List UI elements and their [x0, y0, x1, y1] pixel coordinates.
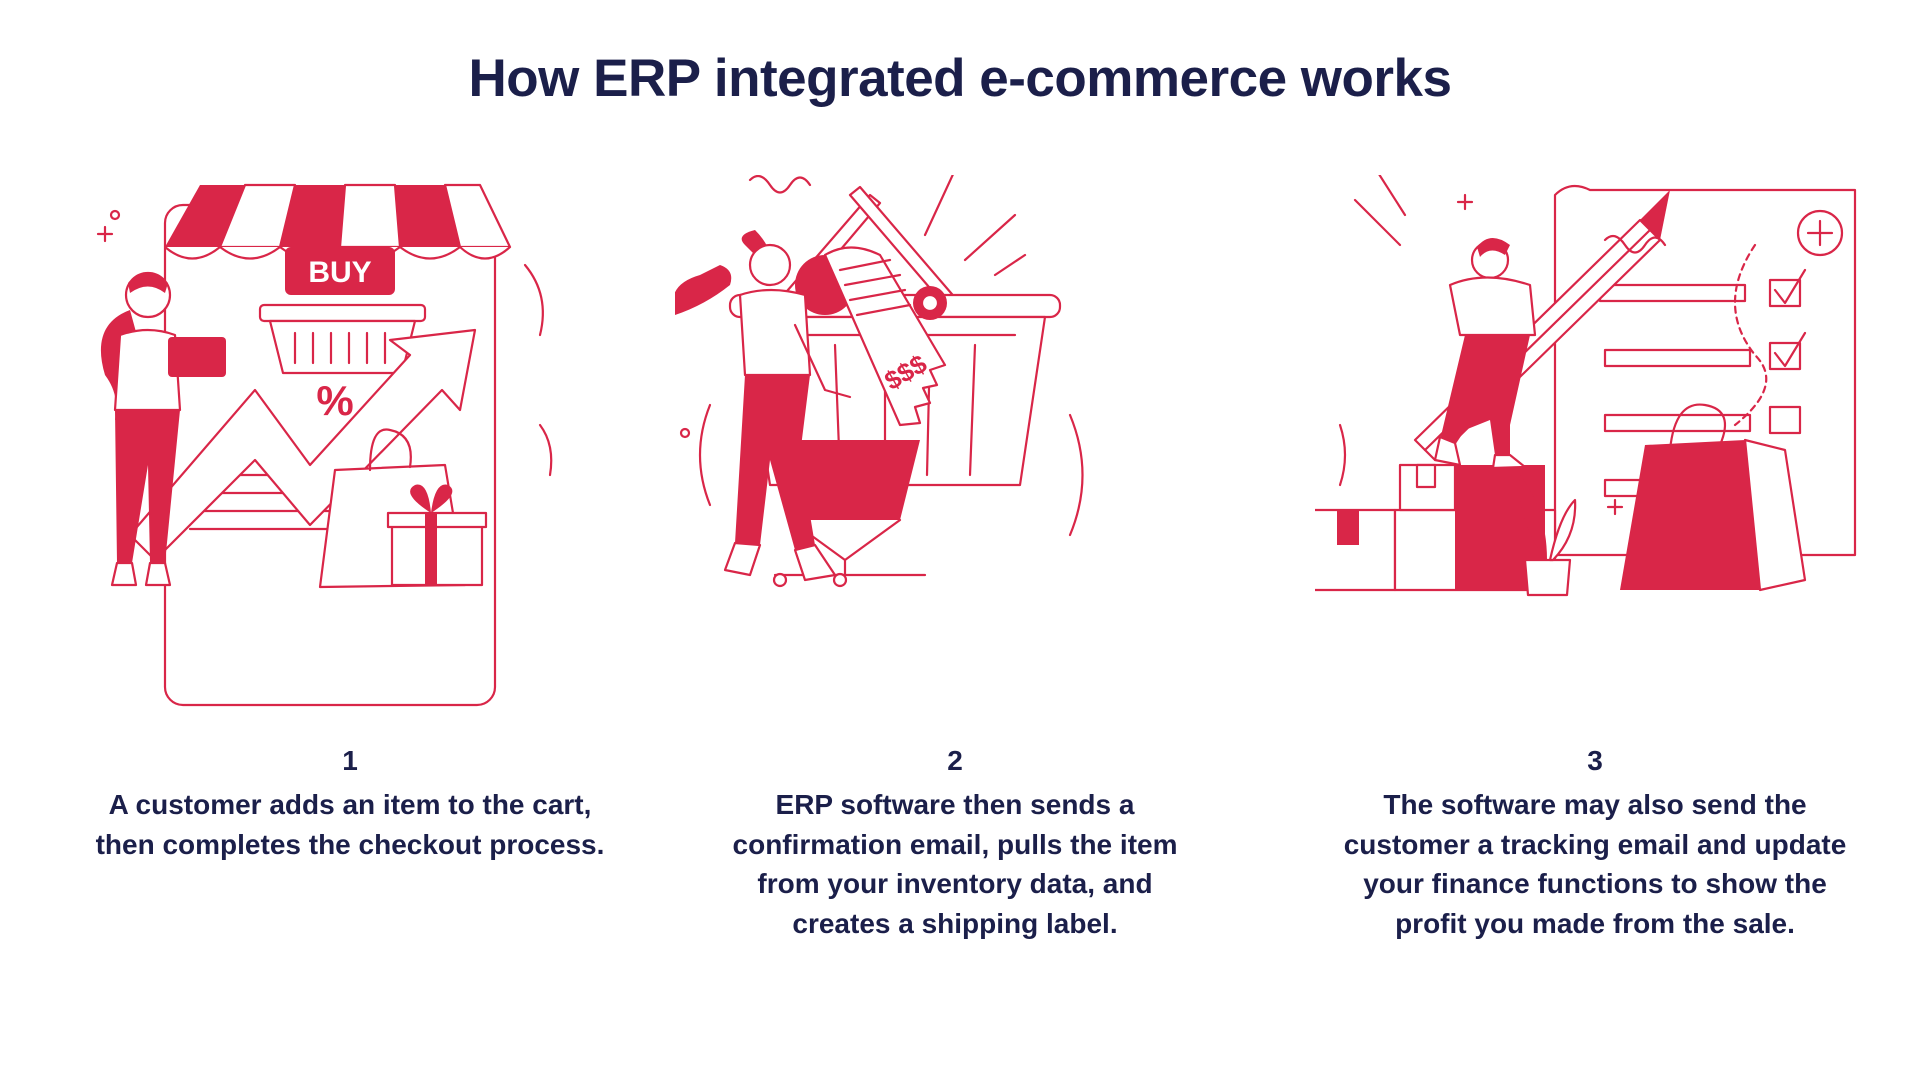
step-number: 2 — [947, 745, 963, 776]
checkbox-icon — [1768, 341, 1802, 371]
online-store-illustration: BUY % — [96, 183, 553, 707]
step-description: The software may also send the customer … — [1343, 789, 1847, 939]
step-description: ERP software then sends a confirmation e… — [732, 789, 1178, 939]
customer-figure — [100, 271, 226, 587]
tablet-icon — [168, 337, 226, 377]
basket-receipt-illustration: $$$ — [675, 175, 1084, 588]
trend-arrow-icon — [128, 328, 477, 562]
page-title: How ERP integrated e-commerce works — [468, 49, 1452, 108]
step-number: 1 — [342, 745, 358, 776]
plant-icon — [1519, 475, 1577, 597]
gift-box-icon — [386, 484, 488, 587]
buy-badge — [285, 247, 395, 295]
step-3: 3 The software may also send the custome… — [1315, 175, 1875, 955]
worker-figure — [1433, 237, 1537, 470]
step-description: A customer adds an item to the cart, the… — [95, 789, 605, 860]
customer-figure — [675, 230, 852, 582]
checkbox-icon — [1768, 405, 1802, 435]
step-2: $$$ — [675, 175, 1235, 955]
percent-symbol: % — [316, 377, 353, 424]
buy-badge-label: BUY — [308, 256, 371, 289]
checklist-illustration — [1315, 175, 1857, 597]
package-boxes — [1315, 463, 1557, 592]
shopping-bag-icon — [1620, 403, 1807, 592]
step-1: BUY % — [70, 175, 630, 955]
receipt-icon: $$$ — [795, 246, 947, 427]
step-number: 3 — [1587, 745, 1603, 776]
